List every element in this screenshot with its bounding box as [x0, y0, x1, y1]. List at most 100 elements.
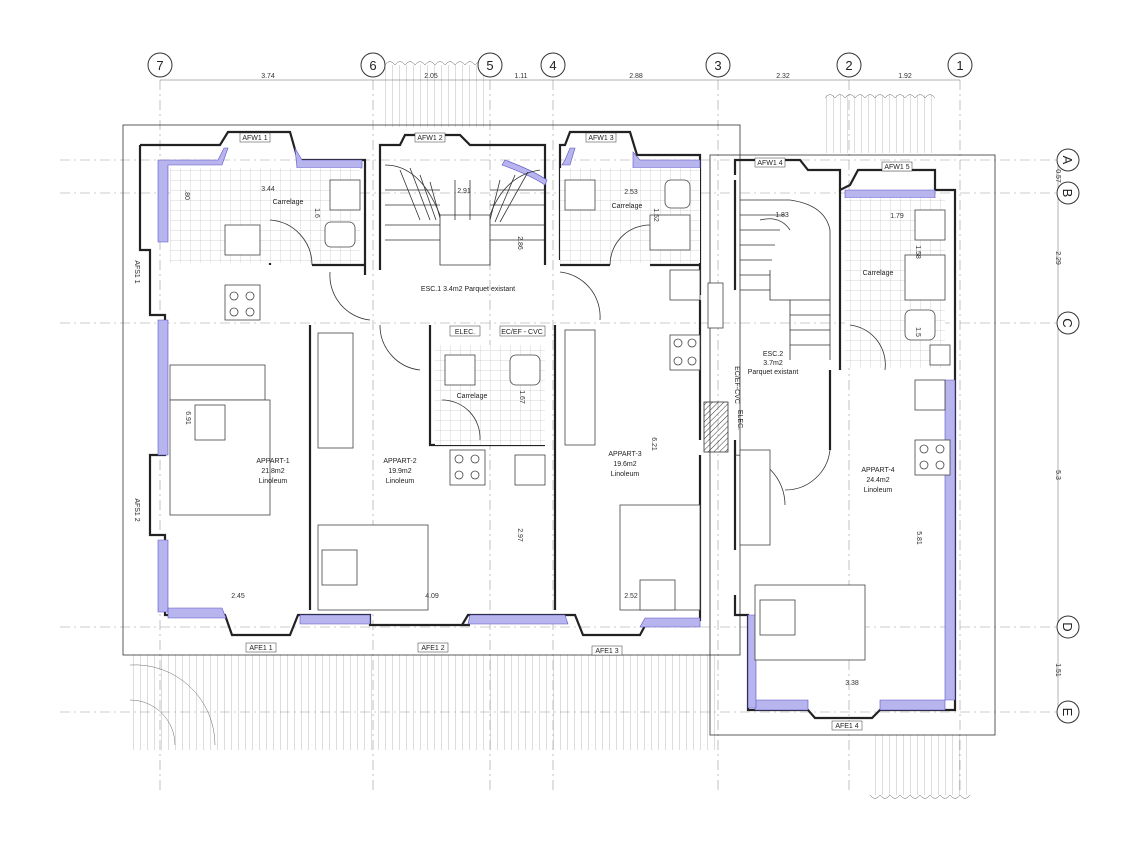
shower-3	[649, 214, 691, 251]
dim-d-e: 1.51	[1054, 663, 1061, 677]
svg-text:6: 6	[369, 58, 376, 73]
svg-text:5.81: 5.81	[915, 531, 922, 545]
wc-1	[324, 221, 356, 248]
sink-4b	[914, 379, 946, 411]
stair-esc2	[740, 199, 831, 360]
window-afw1-2: AFW1 2	[417, 135, 442, 142]
svg-text:C: C	[1060, 318, 1075, 327]
sink-2	[514, 454, 546, 486]
appart2-floor: Linoleum	[386, 478, 415, 485]
room-esc2-name: ESC.2	[763, 351, 783, 358]
carrelage-label-3: Carrelage	[612, 203, 643, 210]
wardrobe-2	[317, 332, 354, 449]
window-afw1-4: AFW1 4	[757, 160, 782, 167]
room-esc2-floor: Parquet existant	[748, 369, 799, 376]
sink-3b	[669, 269, 701, 301]
fixtures	[169, 179, 951, 661]
svg-text:2.97: 2.97	[516, 528, 523, 542]
sink-3	[564, 179, 596, 211]
shower-1	[329, 179, 361, 211]
appart1-name: APPART-1	[256, 458, 289, 465]
wardrobe-4	[739, 449, 771, 546]
dim-4-3: 2.88	[629, 73, 643, 80]
window-afe1-3: AFE1 3	[595, 648, 618, 655]
inner-dimensions: 3.44 2.53 1.79 2.91 1.83 2.45 4.09 2.52 …	[183, 186, 922, 687]
svg-text:3: 3	[714, 58, 721, 73]
hob-1	[224, 284, 261, 321]
axis-bubble-2: 2	[836, 52, 862, 78]
dimension-labels-top: 3.74 2.05 1.11 2.88 2.32 1.92	[261, 73, 912, 80]
axis-bubbles-top: 7 6 5 4 3 2 1	[147, 52, 973, 78]
room-esc2-area: 3.7m2	[763, 360, 783, 367]
wc-2	[509, 354, 541, 386]
dim-6-5: 2.05	[424, 73, 438, 80]
svg-text:1.83: 1.83	[775, 212, 789, 219]
bed-3	[619, 504, 701, 611]
appart1-area: 21.8m2	[261, 468, 284, 475]
axis-bubble-B: B	[1056, 181, 1080, 205]
appart4-area: 24.4m2	[866, 477, 889, 484]
appart3-floor: Linoleum	[611, 471, 640, 478]
axis-bubble-7: 7	[147, 52, 173, 78]
axis-bubbles-right: A B C D E	[1056, 148, 1080, 724]
svg-text:1.52: 1.52	[652, 208, 659, 222]
svg-text:2.53: 2.53	[624, 189, 638, 196]
appart2-name: APPART-2	[383, 458, 416, 465]
svg-text:1: 1	[956, 58, 963, 73]
axis-bubble-1: 1	[947, 52, 973, 78]
insulation	[157, 147, 956, 711]
hob-2	[449, 449, 486, 486]
window-afe1-2: AFE1 2	[421, 645, 444, 652]
wc-3	[664, 179, 691, 209]
stair-esc1	[384, 164, 545, 266]
sink-1	[224, 224, 261, 256]
elec-label: ELEC.	[455, 329, 475, 336]
appart4-floor: Linoleum	[864, 487, 893, 494]
dim-7-6: 3.74	[261, 73, 275, 80]
window-afs1-1: AFS1 1	[133, 260, 140, 283]
appart3-name: APPART-3	[608, 451, 641, 458]
hob-3	[669, 334, 701, 371]
axis-bubble-E: E	[1056, 700, 1080, 724]
roof-hatch	[129, 61, 971, 799]
svg-text:5: 5	[486, 58, 493, 73]
dimension-labels-right: 0.57 2.29 5.3 1.51	[1054, 169, 1061, 677]
dim-a-b: 0.57	[1054, 169, 1061, 183]
ecef-vertical-label: EC/EF-CVC	[733, 366, 740, 404]
wc-4	[904, 309, 936, 341]
carrelage-label-4: Carrelage	[863, 270, 894, 277]
shower-4	[904, 254, 946, 301]
window-tags: AFW1 1 AFW1 2 AFW1 3 AFW1 4 AFW1 5 AFS1 …	[133, 132, 913, 731]
sink-4	[914, 209, 946, 241]
wardrobe-3	[564, 329, 596, 446]
window-afw1-5: AFW1 5	[884, 164, 909, 171]
svg-text:1.58: 1.58	[914, 245, 921, 259]
room-esc1-label: ESC.1 3.4m2 Parquet existant	[421, 286, 515, 293]
room-labels: ESC.1 3.4m2 Parquet existant ESC.2 3.7m2…	[256, 199, 894, 494]
hob-4	[914, 439, 951, 476]
svg-text:7: 7	[156, 58, 163, 73]
svg-text:2.86: 2.86	[516, 236, 523, 250]
axis-bubble-C: C	[1056, 311, 1080, 335]
carrelage-label-1: Carrelage	[273, 199, 304, 206]
svg-text:3.38: 3.38	[845, 680, 859, 687]
carrelage-label-2: Carrelage	[457, 393, 488, 400]
appart3-area: 19.6m2	[613, 461, 636, 468]
svg-text:2.45: 2.45	[231, 593, 245, 600]
window-afs1-2: AFS1 2	[133, 498, 140, 521]
svg-text:D: D	[1060, 622, 1075, 631]
axis-bubble-3: 3	[705, 52, 731, 78]
window-afw1-1: AFW1 1	[242, 135, 267, 142]
axis-bubble-D: D	[1056, 615, 1080, 639]
svg-text:1.67: 1.67	[518, 390, 525, 404]
dimension-lines	[160, 79, 1059, 712]
ecef-label: EC/EF - CVC	[501, 329, 543, 336]
tiled-areas	[170, 168, 945, 445]
dim-2-1: 1.92	[898, 73, 912, 80]
appart2-area: 19.9m2	[388, 468, 411, 475]
svg-text:3.44: 3.44	[261, 186, 275, 193]
dim-c-d: 5.3	[1054, 470, 1061, 480]
svg-text:1.5: 1.5	[914, 327, 921, 337]
window-afe1-4: AFE1 4	[835, 723, 858, 730]
axis-bubble-5: 5	[477, 52, 503, 78]
